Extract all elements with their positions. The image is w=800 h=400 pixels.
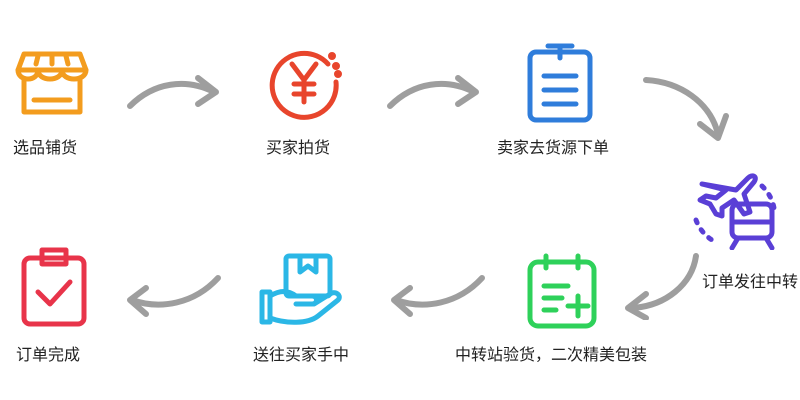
- step-label-seller-purchase: 卖家去货源下单: [497, 138, 610, 157]
- plane-train-icon: [693, 173, 777, 250]
- step-label-transit-inspection: 中转站验货，二次精美包装: [455, 345, 648, 364]
- yen-coin-icon: [269, 50, 342, 120]
- curved-arrow-left-icon: [127, 275, 221, 317]
- step-label-buyer-order: 买家拍货: [266, 138, 331, 157]
- curved-arrow-right-icon: [387, 75, 479, 109]
- clipboard-check-icon: [21, 247, 87, 327]
- curved-arrow-down-icon: [643, 77, 729, 141]
- clipboard-plus-icon: [527, 253, 597, 329]
- step-label-ship-to-transit: 订单发往中转: [702, 272, 799, 291]
- step-label-select-goods: 选品铺货: [13, 138, 78, 157]
- curved-arrow-left-icon: [391, 275, 485, 317]
- curved-arrow-right-icon: [127, 75, 219, 109]
- hand-package-icon: [259, 253, 342, 325]
- clipboard-list-icon: [527, 43, 593, 123]
- shop-icon: [15, 51, 89, 115]
- curved-arrow-left-icon: [625, 253, 699, 320]
- step-label-deliver-to-buyer: 送往买家手中: [253, 345, 350, 364]
- step-label-order-complete: 订单完成: [16, 345, 81, 364]
